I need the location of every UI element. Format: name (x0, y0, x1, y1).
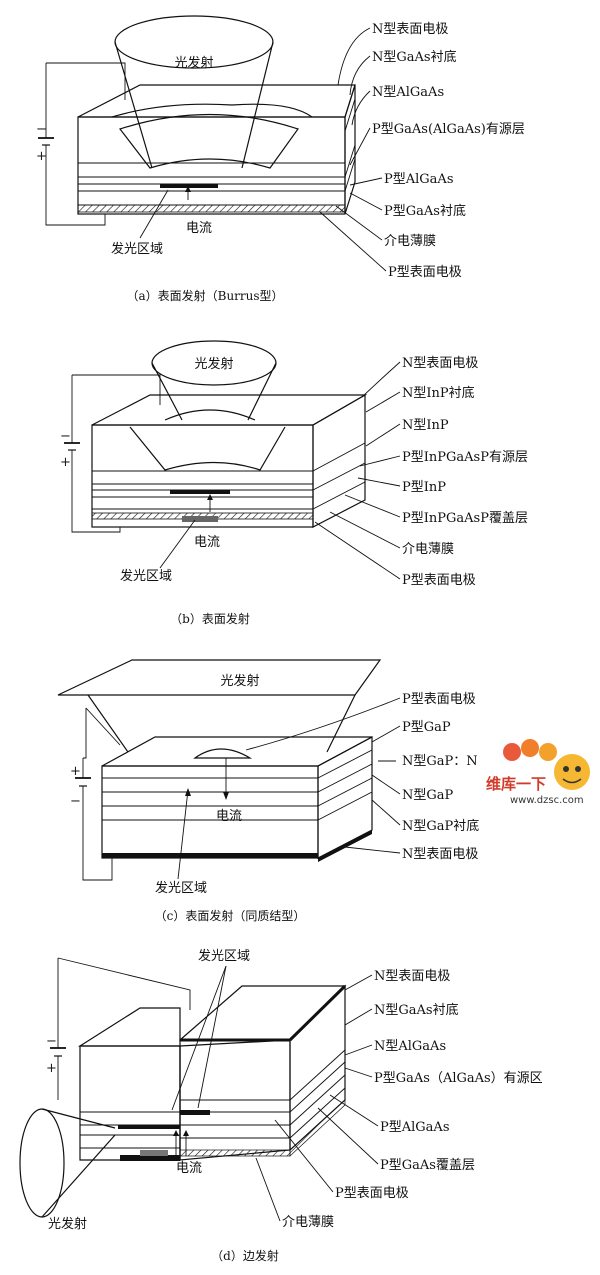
watermark-mascot-icon (554, 754, 590, 790)
minus-sign-d: − (46, 1034, 57, 1049)
block-b-side (312, 393, 366, 528)
block-b-front (91, 424, 314, 528)
label-b-1: N型InP衬底 (402, 385, 475, 401)
plus-sign-d: + (46, 1061, 57, 1076)
label-c-4: N型GaP衬底 (402, 818, 479, 834)
dome-b (164, 409, 256, 421)
diagram-c: 光发射 电流 + − 发光区域 P型表面电极 (57, 659, 479, 923)
label-b-4: P型InP (402, 480, 446, 495)
plus-sign-c: + (70, 764, 81, 779)
label-b-0: N型表面电极 (402, 356, 478, 371)
watermark: 维库一下 www.dzsc.com (486, 739, 590, 806)
dielectric-label-d: 介电薄膜 (282, 1215, 334, 1230)
block-a-top (77, 84, 356, 118)
caption-a: （a）表面发射（Burrus型） (126, 288, 283, 303)
current-label-d: 电流 (176, 1161, 202, 1176)
label-b-7: P型表面电极 (402, 573, 476, 588)
region-label-d: 发光区域 (198, 948, 250, 964)
block-d-front-left (79, 1045, 181, 1161)
label-a-3: P型GaAs(AlGaAs)有源层 (372, 122, 525, 137)
block-b-top (91, 394, 368, 426)
region-label-b: 发光区域 (120, 568, 172, 584)
label-a-7: P型表面电极 (388, 265, 462, 280)
label-c-2: N型GaP：N (402, 754, 478, 769)
caption-d: （d）边发射 (211, 1248, 279, 1263)
active-stripe-d (118, 1125, 180, 1129)
well-b (129, 426, 286, 471)
label-a-0: N型表面电极 (372, 22, 448, 37)
current-label-c: 电流 (216, 809, 242, 824)
label-d-3: P型GaAs（AlGaAs）有源区 (374, 1071, 543, 1086)
block-a-front (77, 116, 346, 215)
watermark-title: 维库一下 (486, 775, 546, 793)
block-d-top (77, 985, 347, 1047)
minus-sign-b: − (60, 429, 71, 444)
label-c-0: P型表面电极 (402, 692, 476, 707)
watermark-url: www.dzsc.com (510, 795, 584, 806)
label-a-6: 介电薄膜 (384, 234, 436, 249)
plus-sign-b: + (60, 455, 71, 470)
label-d-1: N型GaAs衬底 (374, 1002, 459, 1018)
plus-sign-a: + (36, 149, 47, 164)
contact-b (182, 516, 218, 522)
light-cone-rim-d (19, 1108, 65, 1218)
label-b-6: 介电薄膜 (402, 542, 454, 557)
bottom-contact-d (120, 1155, 180, 1161)
wire-top-a (46, 62, 126, 100)
label-d-5: P型GaAs覆盖层 (380, 1158, 475, 1173)
label-c-1: P型GaP (402, 720, 451, 735)
bottom-electrode-label-d: P型表面电极 (335, 1186, 409, 1201)
light-label-b: 光发射 (194, 356, 233, 372)
caption-b: （b）表面发射 (170, 611, 250, 626)
wire-bottom-a (45, 145, 106, 226)
label-b-2: N型InP (402, 418, 449, 433)
label-d-2: N型AlGaAs (374, 1039, 446, 1054)
current-label-b: 电流 (194, 535, 220, 550)
dielectric-a (77, 204, 346, 213)
light-label-d: 光发射 (48, 1216, 87, 1232)
diagram-d: 电流 光发射 − + 发光区域 N型表面电极 N型GaAs衬底 N型AlGaAs… (19, 948, 543, 1263)
label-c-5: N型表面电极 (402, 847, 478, 862)
light-label-c: 光发射 (220, 673, 259, 689)
block-c-front (101, 765, 319, 859)
current-label-a: 电流 (186, 221, 212, 236)
bottom-electrode-c (102, 853, 318, 858)
minus-sign-c: − (70, 794, 81, 809)
caption-c: （c）表面发射（同质结型） (155, 908, 306, 923)
label-a-2: N型AlGaAs (372, 85, 444, 100)
active-spot-b (170, 490, 230, 494)
diagram-b: 光发射 − + 电流 发光区域 N型表面电极 N型InP衬底 N型InP P型I… (60, 340, 528, 626)
region-label-c: 发光区域 (155, 880, 207, 896)
label-b-3: P型InPGaAsP有源层 (402, 450, 528, 465)
block-c-side (317, 735, 373, 859)
label-b-5: P型InPGaAsP覆盖层 (402, 511, 528, 526)
diagram-a: 光发射 − + 发光区域 电流 N型表面电极 N型GaAs衬底 N型AlGaAs… (36, 15, 525, 303)
label-d-0: N型表面电极 (374, 969, 450, 984)
top-electrode-c (193, 748, 253, 759)
minus-sign-a: − (36, 122, 47, 137)
label-a-1: N型GaAs衬底 (372, 49, 457, 65)
label-c-3: N型GaP (402, 788, 454, 803)
etched-well-a (119, 113, 299, 169)
etched-well-top-a (111, 103, 313, 118)
light-label-a: 光发射 (174, 55, 213, 71)
active-spot-a (160, 184, 218, 188)
label-d-4: P型AlGaAs (380, 1120, 450, 1135)
label-a-5: P型GaAs衬底 (384, 203, 466, 219)
light-plane-c (57, 659, 382, 696)
region-label-a: 发光区域 (111, 241, 163, 257)
label-a-4: P型AlGaAs (384, 172, 454, 187)
